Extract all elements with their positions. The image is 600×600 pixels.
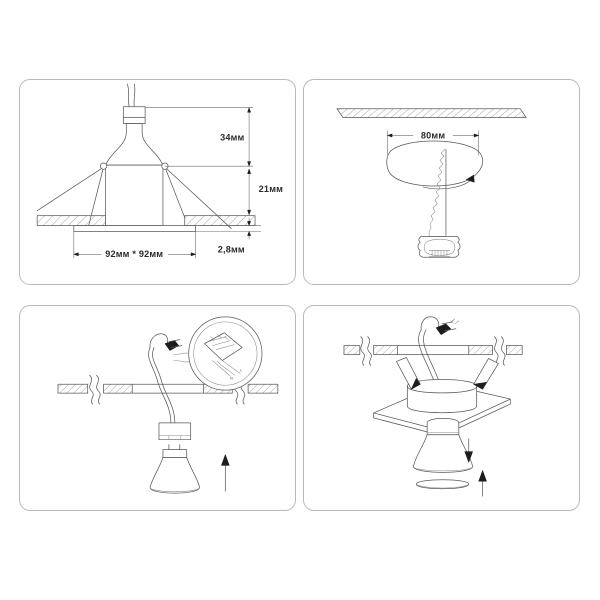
break-symbol-left	[89, 374, 101, 405]
dimension-label-34mm: 34мм	[220, 132, 244, 142]
dimension-label-2-8mm: 2,8мм	[218, 244, 245, 254]
dimension-2-8mm: 2,8мм	[195, 217, 261, 254]
terminal-block-magnifier: L N	[173, 316, 263, 391]
panel-3-drawing: L N	[57, 316, 279, 494]
press-arrow-left	[396, 357, 421, 390]
terminal-label-N: N	[230, 376, 233, 380]
dimension-label-21mm: 21мм	[259, 184, 283, 194]
retaining-ring	[415, 479, 470, 490]
spring-clip-left	[36, 162, 108, 226]
trim-plate	[73, 225, 196, 232]
panel-connect-wiring: L N	[19, 305, 296, 511]
dimension-92mm: 92мм * 92мм	[73, 231, 197, 259]
gu10-lamp	[149, 444, 200, 494]
press-arrow-right	[472, 358, 499, 390]
rotation-arrow	[422, 174, 475, 190]
panel-dimensions-cross-section: 34мм 21мм 2,8мм	[19, 79, 296, 285]
dimension-80mm: 80мм	[386, 130, 480, 156]
terminal-block	[204, 332, 243, 377]
saw-grip-lines	[428, 250, 451, 257]
panel-mount-fixture	[303, 305, 580, 511]
lamp-cone	[105, 123, 164, 166]
dimension-21mm: 21мм	[247, 168, 283, 216]
ceiling-slab	[343, 336, 523, 366]
lamp-arrow-down	[464, 438, 474, 464]
panel-4-drawing	[343, 316, 523, 497]
panel-1-drawing: 34мм 21мм 2,8мм	[36, 83, 283, 259]
lamp-holder	[158, 422, 192, 441]
dimension-label-92mm: 92мм * 92мм	[105, 249, 163, 259]
break-symbol-right	[494, 336, 506, 366]
fixture-body	[406, 379, 478, 414]
supply-cable	[126, 83, 136, 108]
ring-arrow-up	[478, 469, 487, 497]
gu10-lamp	[412, 418, 474, 473]
lamp-socket	[122, 106, 146, 124]
dimension-34mm: 34мм	[145, 106, 254, 167]
break-symbol-left	[360, 336, 372, 366]
ceiling-slab	[336, 108, 527, 119]
dimension-label-80mm: 80мм	[421, 130, 445, 140]
panel-2-drawing: 80мм	[336, 108, 527, 258]
terminal-connector	[164, 339, 183, 351]
terminal-label-L: L	[240, 368, 242, 372]
fixture-housing	[105, 164, 164, 226]
supply-cable	[148, 333, 176, 424]
terminal-connector	[435, 318, 460, 336]
keyhole-saw	[417, 148, 461, 258]
insert-arrow-up	[221, 453, 230, 492]
panel-cut-ceiling-hole: 80мм	[303, 79, 580, 285]
